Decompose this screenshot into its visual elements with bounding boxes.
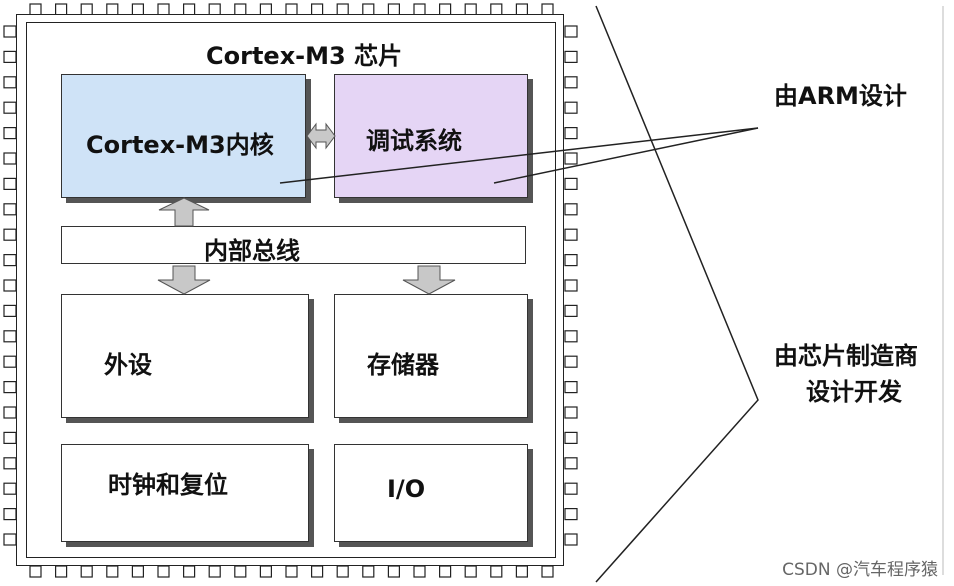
chip-pin [3,25,17,38]
chip-title: Cortex-M3 芯片 [206,42,403,70]
chip-pin [564,152,578,165]
chip-pin [564,457,578,470]
chip-pin [564,126,578,140]
chip-pin [234,565,247,578]
chip-pin [564,25,578,38]
vendor-design-annotation-line1: 由芯片制造商 [774,342,918,370]
chip-pin [564,304,578,317]
chip-pin [3,533,17,546]
chip-pin [564,254,578,267]
chip-pin [3,330,17,343]
chip-pin [3,203,17,216]
chip-pin [29,565,42,578]
chip-pin [387,565,400,578]
internal-bus-block: 内部总线 [61,226,526,265]
chip-pin [3,482,17,495]
chip-pin [564,431,578,444]
chip-pin [564,76,578,89]
io-block: I/O [334,444,528,542]
chip-pin [3,406,17,419]
chip-pin [336,565,349,578]
memory-block: 存储器 [334,294,528,418]
chip-pin [3,381,17,394]
chip-pin [564,330,578,343]
chip-pin [3,50,17,64]
chip-pin [54,565,68,578]
chip-pin [311,565,324,578]
chip-pin [439,565,452,578]
chip-pin [3,101,17,114]
chip-pin [564,508,578,521]
chip-pin [3,152,17,165]
chip-pin [564,533,578,546]
chip-pin [564,482,578,495]
cortex-m3-core-label: Cortex-M3内核 [86,131,274,159]
chip-pin [3,76,17,89]
chip-pin [490,565,503,578]
debug-system-block: 调试系统 [334,74,528,198]
peripheral-label: 外设 [104,351,152,379]
clock-reset-label: 时钟和复位 [108,471,228,499]
chip-pin [3,304,17,317]
chip-pin [564,355,578,368]
debug-system-label: 调试系统 [366,127,462,155]
chip-pin [564,381,578,394]
watermark: CSDN @汽车程序猿 [782,560,938,580]
chip-pin [564,203,578,216]
io-label: I/O [387,475,426,503]
clock-reset-block: 时钟和复位 [61,444,309,542]
peripheral-block: 外设 [61,294,309,418]
chip-pin [183,565,196,578]
chip-pin [515,565,529,578]
chip-pin [564,406,578,419]
chip-pin [3,279,17,292]
chip-pin [3,457,17,470]
chip-pin [3,508,17,521]
memory-label: 存储器 [367,351,439,379]
chip-pin [208,565,221,578]
chip-pin [564,50,578,64]
vendor-design-annotation-line2: 设计开发 [806,378,902,406]
chip-pin [413,565,426,578]
chip-pin [131,565,144,578]
chip-pin [3,254,17,267]
chip-pin [285,565,298,578]
chip-pin [259,565,272,578]
chip-pin [3,355,17,368]
chip-pin [106,565,119,578]
chip-pin [564,279,578,292]
chip-pin [362,565,375,578]
cortex-m3-core-block: Cortex-M3内核 [61,74,306,198]
chip-pin [564,177,578,190]
chip-pin [564,228,578,241]
chip-pin [564,101,578,114]
chip-pin [3,431,17,444]
chip-pin [80,565,93,578]
chip-pin [3,228,17,241]
chip-pin [157,565,170,578]
chip-pin [3,177,17,190]
arm-design-annotation: 由ARM设计 [774,82,907,110]
internal-bus-label: 内部总线 [204,237,300,265]
chip-pin [541,565,554,578]
chip-pin [464,565,477,578]
chip-pin [3,126,17,140]
